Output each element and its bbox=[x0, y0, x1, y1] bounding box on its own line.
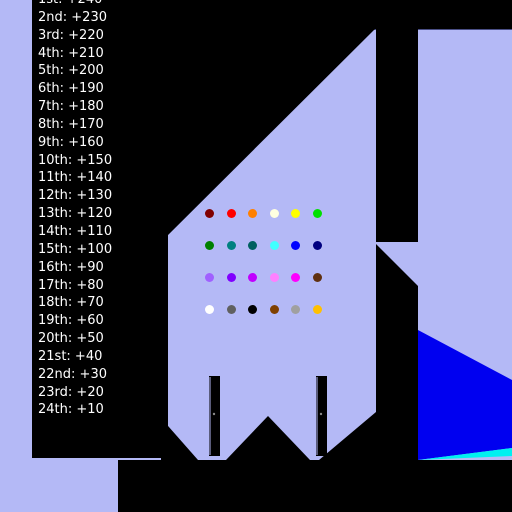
marble bbox=[204, 272, 214, 282]
marble bbox=[269, 304, 279, 314]
cyan-ramp-edge bbox=[418, 448, 512, 460]
right-pillar bbox=[376, 29, 418, 242]
marble bbox=[226, 272, 236, 282]
left-funnel-wall bbox=[161, 29, 375, 458]
scoreboard-entry: 8th: +170 bbox=[38, 116, 104, 132]
blue-ramp bbox=[418, 330, 512, 460]
scoreboard-entry: 22nd: +30 bbox=[38, 366, 107, 382]
marble bbox=[312, 240, 322, 250]
marble bbox=[204, 304, 214, 314]
scoreboard-entry: 1st: +240 bbox=[38, 0, 112, 9]
scoreboard-entry: 2nd: +230 bbox=[38, 9, 107, 25]
scoreboard-entry: 17th: +80 bbox=[38, 277, 104, 293]
scoreboard-entry: 19th: +60 bbox=[38, 313, 104, 329]
bottom-left-bevel bbox=[161, 418, 198, 460]
scoreboard-entry: 18th: +70 bbox=[38, 295, 104, 311]
right-chute-wall bbox=[319, 244, 418, 460]
scoreboard-entry: 4th: +210 bbox=[38, 45, 104, 61]
scoreboard-entry: 13th: +120 bbox=[38, 206, 113, 222]
scoreboard-entry: 20th: +50 bbox=[38, 331, 104, 347]
scoreboard-entry: 5th: +200 bbox=[38, 63, 104, 79]
marble bbox=[290, 272, 300, 282]
left-post-marker bbox=[212, 412, 216, 416]
scoreboard-entry: 6th: +190 bbox=[38, 81, 104, 97]
marble bbox=[204, 208, 214, 218]
marble bbox=[312, 208, 322, 218]
scoreboard-panel bbox=[32, 0, 168, 458]
top-wall bbox=[168, 0, 512, 29]
marble bbox=[247, 272, 257, 282]
left-post bbox=[209, 376, 220, 456]
marble bbox=[290, 304, 300, 314]
marble bbox=[204, 240, 214, 250]
scoreboard-entry: 10th: +150 bbox=[38, 152, 113, 168]
center-peak bbox=[226, 416, 310, 460]
scoreboard-entry: 24th: +10 bbox=[38, 402, 104, 418]
marble bbox=[290, 208, 300, 218]
scoreboard-list: 1st: +2402nd: +230 3rd: +220 4th: +210 5th:… bbox=[38, 0, 112, 419]
marble bbox=[226, 208, 236, 218]
marble bbox=[312, 272, 322, 282]
marble bbox=[226, 240, 236, 250]
floor bbox=[118, 460, 512, 512]
scoreboard-entry: 3rd: +220 bbox=[38, 27, 104, 43]
marble bbox=[312, 304, 322, 314]
marble bbox=[226, 304, 236, 314]
marble bbox=[269, 240, 279, 250]
marble bbox=[247, 240, 257, 250]
scoreboard-entry: 11th: +140 bbox=[38, 170, 113, 186]
marble bbox=[269, 208, 279, 218]
marble bbox=[269, 272, 279, 282]
scoreboard-entry: 21st: +40 bbox=[38, 348, 103, 364]
scoreboard-entry: 9th: +160 bbox=[38, 134, 104, 150]
scoreboard-entry: 16th: +90 bbox=[38, 259, 104, 275]
scoreboard-entry: 12th: +130 bbox=[38, 188, 113, 204]
right-post bbox=[316, 376, 327, 456]
scoreboard-entry: 14th: +110 bbox=[38, 223, 113, 239]
right-post-marker bbox=[319, 412, 323, 416]
marble bbox=[290, 240, 300, 250]
marble bbox=[247, 208, 257, 218]
scoreboard-entry: 15th: +100 bbox=[38, 241, 113, 257]
scoreboard-entry: 7th: +180 bbox=[38, 99, 104, 115]
marble bbox=[247, 304, 257, 314]
scoreboard-entry: 23rd: +20 bbox=[38, 384, 104, 400]
